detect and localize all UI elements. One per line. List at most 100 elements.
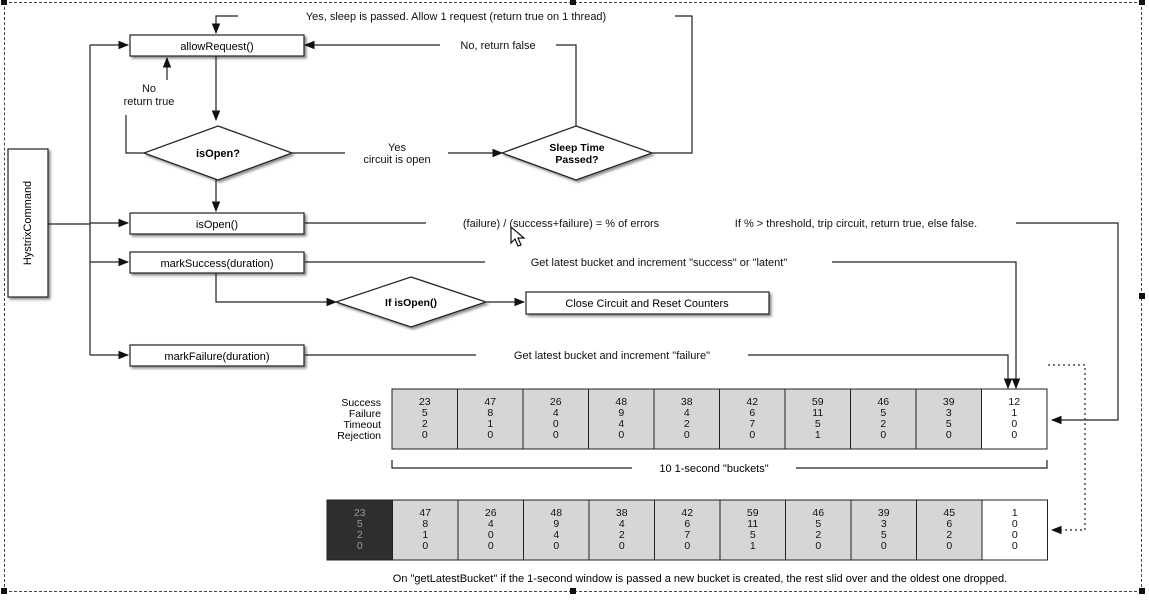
edge-success-b <box>832 261 1021 390</box>
bottom-bucket-value: 0 <box>488 529 494 541</box>
mark-failure-node: markFailure(duration) <box>129 344 305 367</box>
top-bucket-box <box>784 388 851 450</box>
top-bucket-box <box>850 388 917 450</box>
bottom-bucket-value: 45 <box>943 507 955 519</box>
top-bucket-value: 23 <box>419 396 431 408</box>
top-bucket-value: 47 <box>484 396 496 408</box>
top-bucket-value: 48 <box>615 396 627 408</box>
bottom-bucket-value: 5 <box>357 518 363 530</box>
top-bucket-box <box>588 388 655 450</box>
label-return-true: return true <box>124 96 175 108</box>
edge-no-false-a <box>556 44 577 126</box>
label-no: No <box>142 83 156 95</box>
bottom-bucket-value: 2 <box>946 529 952 541</box>
bottom-bucket-value: 4 <box>553 529 559 541</box>
buckets-caption: 10 1-second "buckets" <box>659 463 768 475</box>
footer-note: On "getLatestBucket" if the 1-second win… <box>393 573 1007 585</box>
edge-failure-b <box>748 354 1013 390</box>
bottom-bucket-value: 0 <box>684 540 690 552</box>
resize-handle-top-left[interactable] <box>1 0 7 5</box>
bottom-bucket-value: 0 <box>553 540 559 552</box>
bottom-bucket-value: 38 <box>616 507 628 519</box>
label-yes: Yes <box>388 142 406 154</box>
is-open-decision: isOpen? <box>142 125 294 181</box>
resize-handle-top[interactable] <box>570 0 576 5</box>
allow-request-node: allowRequest() <box>129 34 305 57</box>
resize-handle-bottom-right[interactable] <box>1139 588 1145 594</box>
bottom-bucket-value: 0 <box>815 540 821 552</box>
top-bucket-value: 12 <box>1008 396 1020 408</box>
bottom-bucket-value: 2 <box>357 529 363 541</box>
top-bucket-value: 7 <box>749 418 755 430</box>
mark-failure-label: markFailure(duration) <box>164 351 269 363</box>
top-bucket-value: 0 <box>422 429 428 441</box>
top-bucket-value: 5 <box>880 407 886 419</box>
resize-handle-top-right[interactable] <box>1139 0 1145 5</box>
row-label-failure: Failure <box>349 408 381 420</box>
row-labels: Success Failure Timeout Rejection <box>337 397 381 442</box>
bottom-bucket-value: 23 <box>354 507 366 519</box>
is-open-decision-label: isOpen? <box>196 148 240 160</box>
bottom-bucket-value: 5 <box>750 529 756 541</box>
bottom-bucket-value: 0 <box>1012 529 1018 541</box>
bottom-bucket-value: 59 <box>747 507 759 519</box>
top-bucket-value: 38 <box>681 396 693 408</box>
label-threshold-rule: If % > threshold, trip circuit, return t… <box>735 218 977 230</box>
bottom-bucket-value: 9 <box>553 518 559 530</box>
resize-handle-bottom-left[interactable] <box>1 588 7 594</box>
close-circuit-label: Close Circuit and Reset Counters <box>565 298 729 310</box>
resize-handle-right[interactable] <box>1139 293 1145 299</box>
label-no-return-false: No, return false <box>460 40 535 52</box>
bottom-bucket-value: 11 <box>747 518 758 530</box>
bottom-bucket-value: 39 <box>878 507 890 519</box>
row-label-success: Success <box>341 397 381 409</box>
top-bucket-box <box>653 388 720 450</box>
label-success-bucket: Get latest bucket and increment "success… <box>531 257 788 269</box>
bottom-bucket-box <box>981 499 1048 561</box>
resize-handle-bottom[interactable] <box>570 588 576 594</box>
top-bucket-box <box>457 388 524 450</box>
bottom-bucket-value: 2 <box>619 529 625 541</box>
bottom-bucket-box <box>916 499 983 561</box>
top-bucket-value: 0 <box>1011 429 1017 441</box>
bottom-bucket-value: 42 <box>681 507 693 519</box>
top-bucket-value: 0 <box>946 429 952 441</box>
top-bucket-value: 5 <box>946 418 952 430</box>
edge-yes-sleep-b <box>211 15 238 35</box>
bottom-bucket-value: 1 <box>750 540 756 552</box>
top-bucket-value: 0 <box>487 429 493 441</box>
top-bucket-value: 42 <box>746 396 758 408</box>
if-is-open-decision: If isOpen() <box>334 276 488 328</box>
bottom-bucket-value: 0 <box>488 540 494 552</box>
bottom-bucket-box <box>654 499 721 561</box>
bottom-bucket-value: 0 <box>357 540 363 552</box>
top-bucket-value: 11 <box>812 407 823 419</box>
connectors <box>48 15 1119 535</box>
top-bucket-value: 46 <box>877 396 889 408</box>
bottom-bucket-value: 6 <box>946 518 952 530</box>
bottom-bucket-value: 46 <box>812 507 824 519</box>
mark-success-node: markSuccess(duration) <box>129 251 305 274</box>
buckets-bottom-row: 2352047810264004894038420426705911514652… <box>326 499 1048 561</box>
bracket-right <box>796 460 1048 469</box>
bottom-bucket-box <box>392 499 459 561</box>
bottom-bucket-box <box>457 499 524 561</box>
top-bucket-value: 0 <box>553 418 559 430</box>
edge-labels: Yes, sleep is passed. Allow 1 request (r… <box>124 11 978 362</box>
bottom-bucket-value: 5 <box>881 529 887 541</box>
row-label-rejection: Rejection <box>337 430 381 442</box>
top-bucket-value: 0 <box>880 429 886 441</box>
